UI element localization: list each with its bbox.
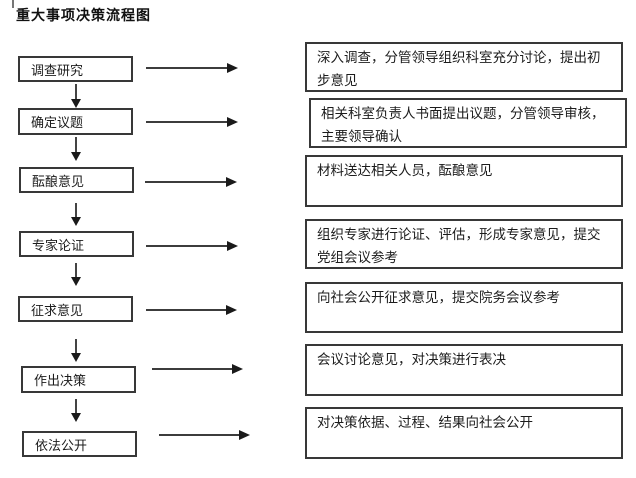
arrow-head — [70, 99, 81, 108]
stage-box-public-disclosure: 依法公开 — [22, 431, 137, 457]
stage-label: 依法公开 — [35, 438, 88, 454]
arrow-shaft — [74, 263, 77, 277]
stage-label: 作出决策 — [34, 374, 87, 389]
arrow-shaft — [146, 245, 227, 247]
arrow-shaft — [74, 84, 77, 99]
arrow-head — [70, 152, 81, 161]
arrow-shaft — [74, 137, 77, 152]
arrow-down-icon — [70, 137, 81, 161]
arrow-head — [70, 413, 81, 422]
arrow-right-icon — [146, 116, 238, 128]
arrow-head — [227, 241, 238, 251]
arrow-head — [227, 117, 238, 127]
arrow-shaft — [74, 339, 77, 353]
stage-label: 调查研究 — [31, 63, 84, 79]
arrow-down-icon — [70, 399, 81, 422]
stage-box-decision: 作出决策 — [21, 366, 136, 393]
arrow-head — [226, 305, 237, 315]
arrow-head — [227, 63, 238, 73]
desc-box-solicit-opinions: 向社会公开征求意见，提交院务会议参考 — [305, 282, 623, 333]
stage-label: 确定议题 — [31, 116, 84, 131]
desc-text: 相关科室负责人书面提出议题，分管领导审核，主要领导确认 — [321, 106, 605, 145]
arrow-head — [226, 177, 237, 187]
arrow-shaft — [74, 203, 77, 217]
stage-box-solicit-opinions: 征求意见 — [18, 296, 133, 322]
arrow-right-icon — [152, 363, 243, 375]
arrow-head — [239, 430, 250, 440]
arrow-shaft — [146, 309, 226, 311]
desc-text: 组织专家进行论证、评估，形成专家意见，提交党组会议参考 — [317, 227, 601, 266]
arrow-shaft — [159, 434, 239, 436]
arrow-shaft — [146, 121, 227, 123]
desc-text: 深入调查，分管领导组织科室充分讨论，提出初步意见 — [317, 50, 601, 89]
arrow-shaft — [146, 67, 227, 69]
arrow-head — [70, 277, 81, 286]
desc-box-expert-review: 组织专家进行论证、评估，形成专家意见，提交党组会议参考 — [305, 219, 623, 269]
arrow-head — [70, 217, 81, 226]
page-title: 重大事项决策流程图 — [16, 8, 151, 24]
arrow-down-icon — [70, 263, 81, 286]
stage-label: 专家论证 — [32, 238, 85, 254]
arrow-down-icon — [70, 84, 81, 108]
desc-box-investigation: 深入调查，分管领导组织科室充分讨论，提出初步意见 — [305, 42, 623, 92]
desc-box-deliberation: 材料送达相关人员，酝酿意见 — [305, 155, 623, 207]
desc-text: 向社会公开征求意见，提交院务会议参考 — [317, 290, 560, 306]
stage-box-investigation: 调查研究 — [18, 56, 133, 82]
desc-box-topic: 相关科室负责人书面提出议题，分管领导审核，主要领导确认 — [309, 98, 627, 148]
stage-box-topic: 确定议题 — [18, 108, 133, 135]
desc-text: 会议讨论意见，对决策进行表决 — [317, 352, 506, 368]
arrow-right-icon — [159, 429, 250, 441]
stage-label: 征求意见 — [31, 303, 84, 319]
desc-box-public-disclosure: 对决策依据、过程、结果向社会公开 — [305, 407, 623, 459]
arrow-head — [232, 364, 243, 374]
arrow-down-icon — [70, 203, 81, 226]
desc-box-decision: 会议讨论意见，对决策进行表决 — [305, 344, 623, 396]
desc-text: 对决策依据、过程、结果向社会公开 — [317, 415, 533, 431]
arrow-head — [70, 353, 81, 362]
arrow-right-icon — [146, 304, 237, 316]
arrow-shaft — [145, 181, 226, 183]
stage-label: 酝酿意见 — [32, 174, 85, 190]
arrow-right-icon — [146, 62, 238, 74]
arrow-shaft — [152, 368, 232, 370]
stage-box-expert-review: 专家论证 — [19, 231, 134, 257]
desc-text: 材料送达相关人员，酝酿意见 — [317, 163, 493, 179]
arrow-right-icon — [145, 176, 237, 188]
arrow-down-icon — [70, 339, 81, 362]
arrow-right-icon — [146, 240, 238, 252]
arrow-shaft — [74, 399, 77, 413]
stage-box-deliberation: 酝酿意见 — [19, 167, 134, 193]
corner-mark — [12, 0, 14, 8]
